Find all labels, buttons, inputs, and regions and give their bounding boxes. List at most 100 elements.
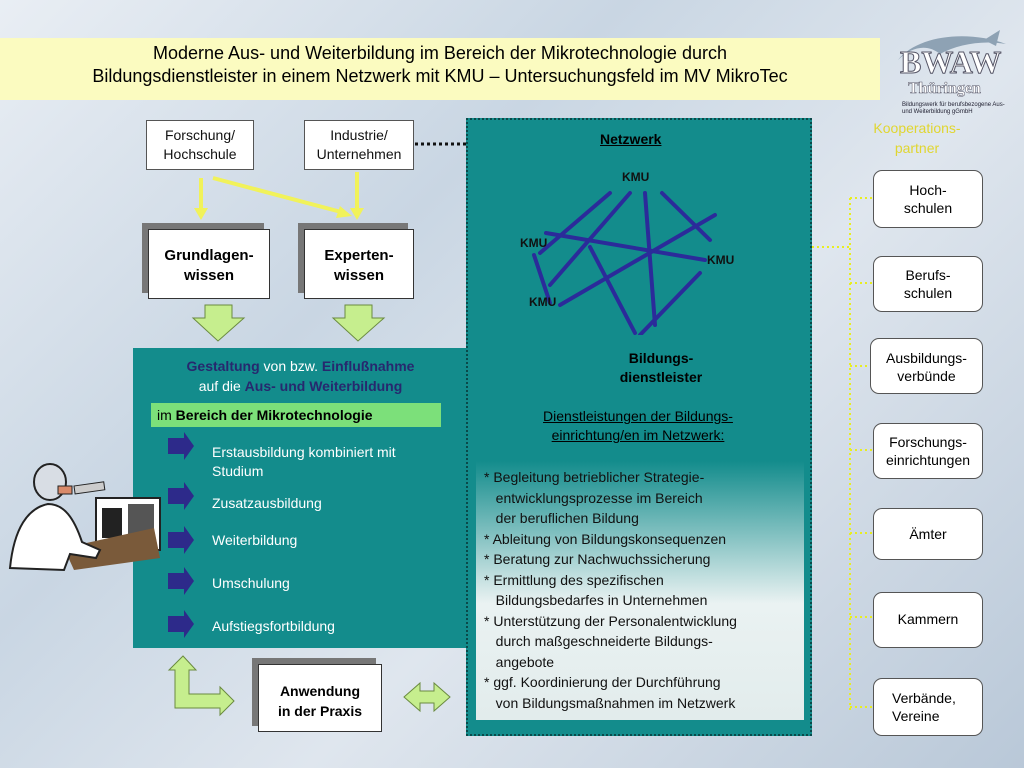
title-line-2: Bildungsdienstleister in einem Netzwerk … [92, 66, 788, 86]
services-title-line-2: einrichtung/en im Netzwerk: [551, 427, 725, 443]
education-item-zusatzausbildung: Zusatzausbildung [212, 495, 322, 511]
arrow-icon-1 [168, 432, 194, 460]
services-list: * Begleitung betrieblicher Strategie- en… [484, 467, 737, 713]
partner-kammern: Kammern [873, 592, 983, 648]
kmu-label-top: KMU [622, 170, 650, 184]
bwaw-logo: BWAW Thüringen Bildungswerk für berufsbe… [888, 30, 1012, 126]
aus-weiterbildung: Aus- und Weiterbildung [244, 378, 403, 394]
partner-label: einrichtungen [885, 452, 971, 468]
gestaltung-word: Gestaltung [186, 358, 260, 374]
education-item-erstausbildung: Erstausbildung kombiniert mit Studium [212, 443, 396, 481]
partner-label: Ausbildungs- [886, 350, 967, 366]
partner-aemter: Ämter [873, 508, 983, 560]
experten-line-1: Experten- [324, 247, 394, 264]
kmu-label-bottom: KMU [529, 295, 557, 309]
partner-hochschulen: Hoch- schulen [873, 170, 983, 228]
erstausbildung-line-2: Studium [212, 463, 264, 479]
partner-connectors [812, 197, 872, 710]
kooperation-line-1: Kooperations- [873, 120, 961, 136]
auf-die: auf die [198, 378, 245, 394]
partner-label: schulen [903, 200, 953, 216]
title-line-1: Moderne Aus- und Weiterbildung im Bereic… [153, 43, 727, 63]
education-item-aufstiegsfortbildung: Aufstiegsfortbildung [212, 618, 335, 634]
kooperationspartner-label: Kooperations- partner [862, 118, 972, 158]
network-graph [532, 191, 717, 335]
kooperation-line-2: partner [894, 140, 940, 156]
bent-arrow [167, 655, 235, 717]
arrow-forschung-experten [212, 176, 346, 215]
education-item-umschulung: Umschulung [212, 575, 290, 591]
down-arrow-experten [331, 304, 386, 342]
partner-label: Kammern [897, 611, 959, 627]
education-item-weiterbildung: Weiterbildung [212, 532, 298, 548]
service-line: * Begleitung betrieblicher Strategie- [484, 469, 705, 485]
arrow-icon-2 [168, 482, 194, 510]
service-line: durch maßgeschneiderte Bildungs- [484, 633, 713, 649]
service-line: angebote [484, 653, 555, 670]
service-line: * Ermittlung des spezifischen [484, 571, 664, 588]
partner-label: Berufs- [905, 267, 951, 283]
service-line: der beruflichen Bildung [484, 510, 639, 526]
logo-main: BWAW [899, 44, 1002, 81]
partner-label: Vereine [892, 708, 940, 724]
service-line: * Ableitung von Bildungskonsequenzen [484, 530, 727, 547]
service-line: entwicklungsprozesse im Bereich [484, 489, 703, 506]
service-line: * ggf. Koordinierung der Durchführung [484, 674, 721, 690]
gestaltung-heading: Gestaltung von bzw. Einflußnahme auf die… [133, 356, 468, 396]
anwendung-line-1: Anwendung [279, 683, 361, 699]
grundlagenwissen-box: Grundlagen- wissen [148, 229, 270, 299]
scientist-microscope-illustration [8, 463, 161, 572]
grundlagen-line-1: Grundlagen- [164, 247, 254, 264]
forschung-box: Forschung/ Hochschule [146, 120, 254, 170]
arrow-icon-5 [168, 610, 194, 638]
double-arrow [403, 681, 451, 713]
banner-bereich: Bereich der Mikrotechnologie [175, 407, 373, 423]
dienstleister-line-1: Bildungs- [628, 350, 694, 366]
erstausbildung-line-1: Erstausbildung kombiniert mit [212, 444, 396, 460]
service-line: Bildungsbedarfes in Unternehmen [484, 592, 708, 608]
gestaltung-mid: von bzw. [259, 358, 322, 374]
partner-berufsschulen: Berufs- schulen [873, 256, 983, 312]
grundlagen-line-2: wissen [183, 267, 235, 284]
education-arrows [168, 432, 194, 638]
partner-verbaende-vereine: Verbände, Vereine [873, 678, 983, 736]
arrowhead-1 [194, 208, 208, 220]
industrie-line-1: Industrie/ [330, 127, 388, 143]
anwendung-line-2: in der Praxis [277, 703, 363, 719]
services-title: Dienstleistungen der Bildungs- einrichtu… [500, 407, 776, 445]
industrie-box: Industrie/ Unternehmen [304, 120, 414, 170]
partner-label: Verbände, [892, 690, 956, 706]
partner-forschungseinrichtungen: Forschungs- einrichtungen [873, 423, 983, 479]
arrow-icon-4 [168, 567, 194, 595]
expertenwissen-box: Experten- wissen [304, 229, 414, 299]
services-box [476, 461, 804, 720]
partner-label: Hoch- [909, 182, 947, 198]
experten-line-2: wissen [333, 267, 385, 284]
kmu-label-right: KMU [707, 253, 735, 267]
mikrotechnologie-banner: im Bereich der Mikrotechnologie [151, 403, 441, 427]
service-line: von Bildungsmaßnahmen im Netzwerk [484, 694, 736, 711]
forschung-line-1: Forschung/ [164, 127, 236, 143]
partner-ausbildungsverbuende: Ausbildungs- verbünde [870, 338, 983, 394]
partner-label: Ämter [909, 526, 947, 542]
service-line: * Unterstützung der Personalentwicklung [484, 612, 737, 629]
einflussnahme-word: Einflußnahme [321, 358, 415, 374]
arrowhead-2 [336, 206, 352, 218]
down-arrow-grundlagen [191, 304, 246, 342]
arrowhead-3 [350, 208, 364, 220]
arrow-icon-3 [168, 526, 194, 554]
partner-label: Forschungs- [889, 434, 967, 450]
dolphin-icon [898, 30, 1006, 60]
service-line: * Beratung zur Nachwuchssicherung [484, 551, 711, 567]
dienstleister-line-2: dienstleister [619, 369, 703, 385]
services-title-line-1: Dienstleistungen der Bildungs- [543, 408, 733, 424]
kmu-label-left: KMU [520, 236, 548, 250]
slide-title: Moderne Aus- und Weiterbildung im Bereic… [0, 38, 880, 100]
partner-label: schulen [903, 285, 953, 301]
bildungsdienstleister-label: Bildungs- dienstleister [596, 349, 726, 387]
logo-tagline: Bildungswerk für berufsbezogene Aus- und… [902, 102, 1005, 115]
banner-im: im [157, 407, 176, 423]
logo-sub: Thüringen [908, 80, 981, 98]
anwendung-box: Anwendung in der Praxis [258, 664, 382, 732]
